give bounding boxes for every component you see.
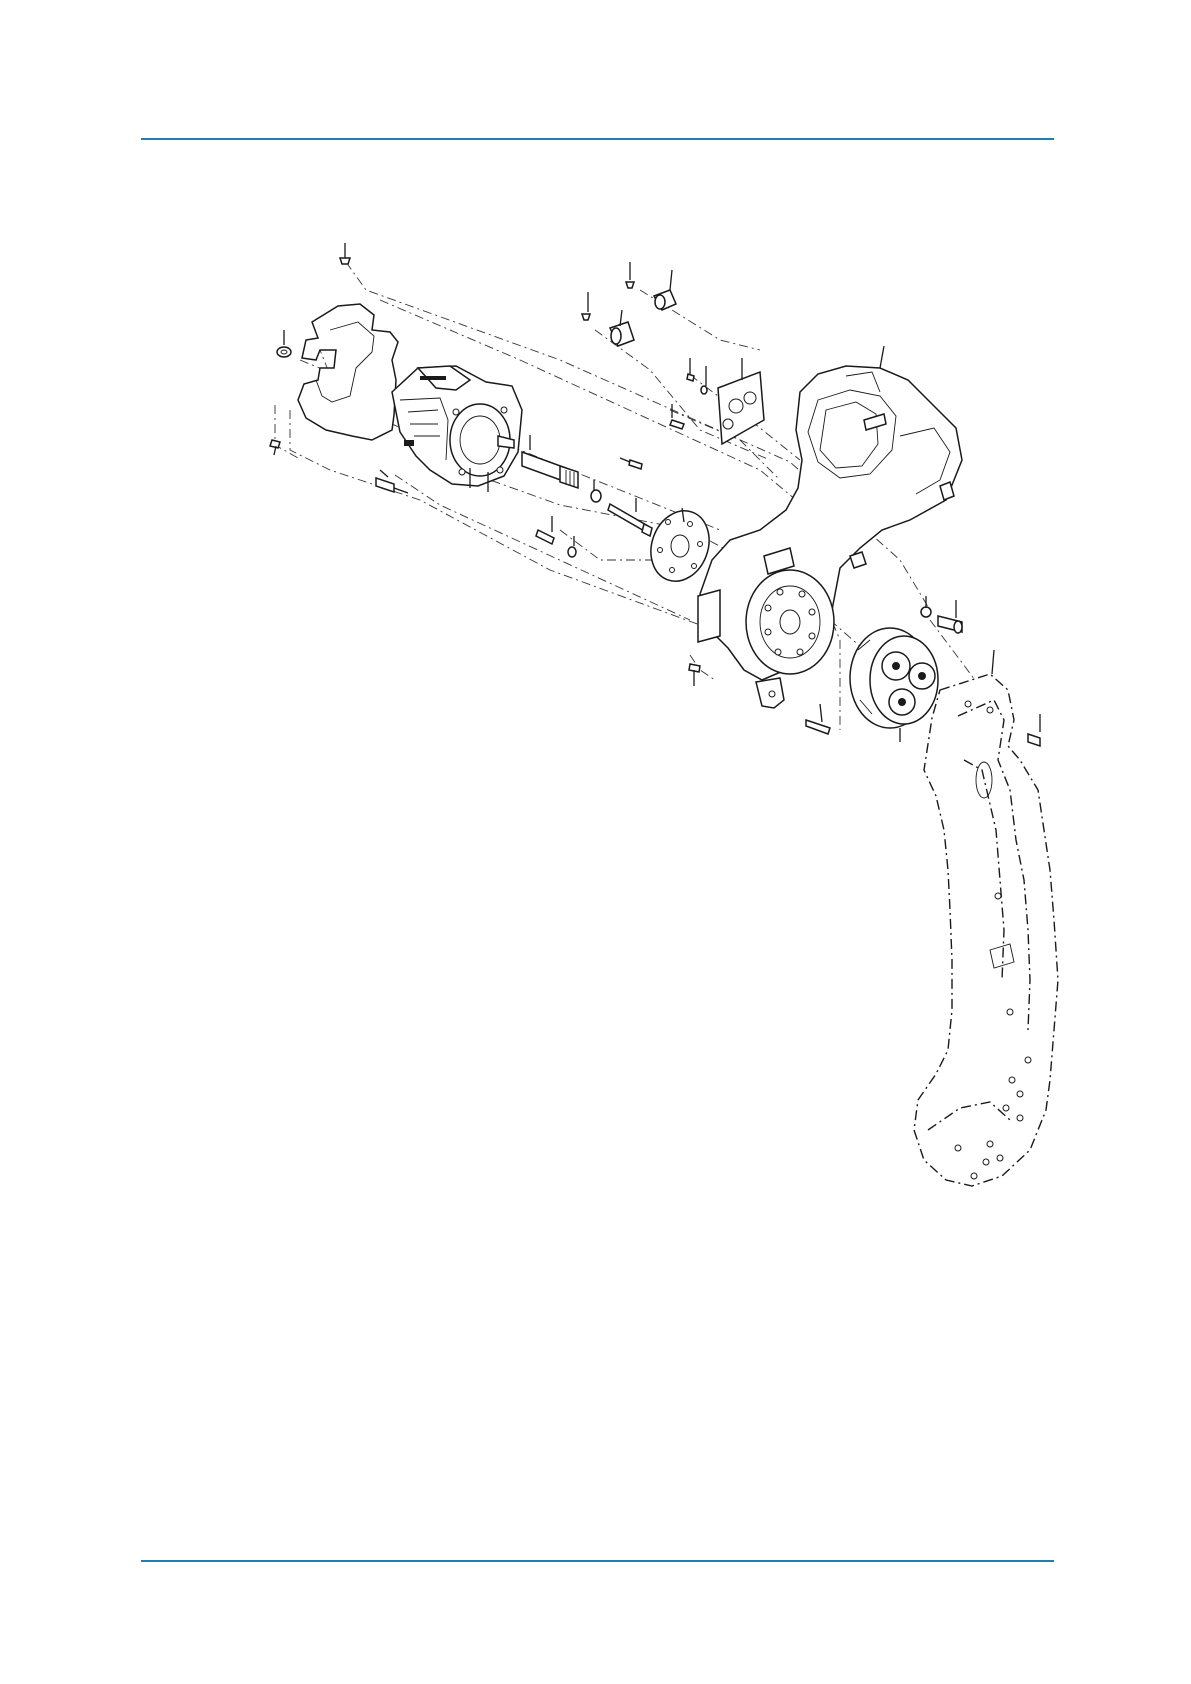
long-bolt — [608, 498, 652, 536]
motor-mount-bolt — [376, 470, 408, 493]
cover-plate — [298, 304, 398, 440]
cable-plate — [670, 358, 764, 444]
left-nut — [277, 330, 291, 357]
plugs — [582, 262, 676, 346]
motor-shaft — [522, 435, 578, 488]
top-bolt — [340, 243, 350, 264]
left-small-bolt — [270, 440, 280, 455]
lower-arm-phantom — [914, 650, 1058, 1186]
housing-bolt — [689, 664, 700, 686]
shaft-bolt — [620, 458, 642, 469]
motor — [392, 366, 522, 492]
cable-connector — [1028, 714, 1040, 746]
reduction-gear — [850, 628, 938, 742]
washer — [591, 480, 601, 502]
lower-bolt — [536, 516, 576, 557]
